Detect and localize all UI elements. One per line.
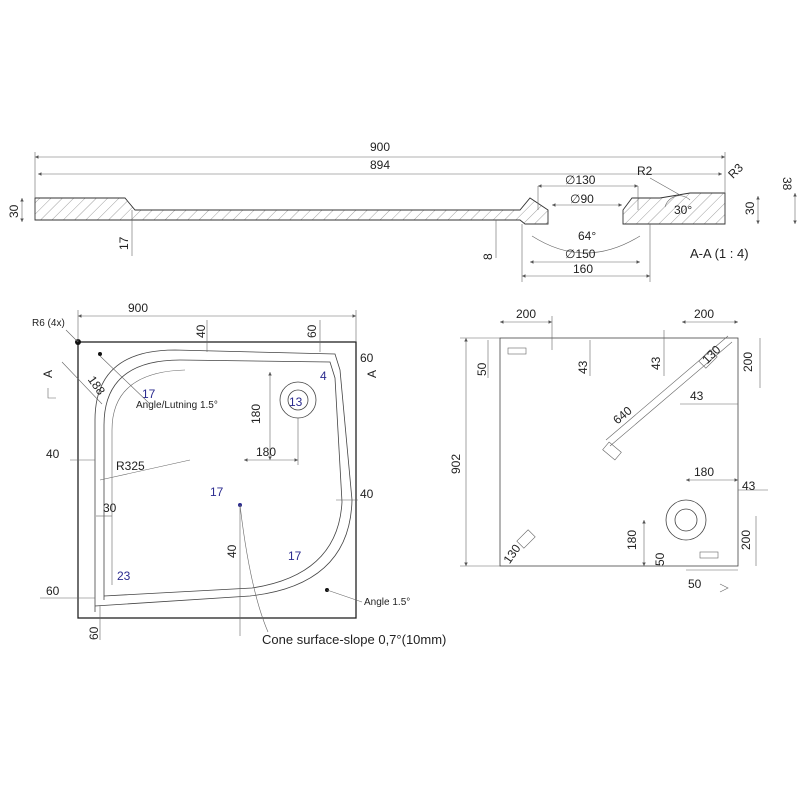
section-dim-17: 17 [117,236,131,250]
section-dim-d130: ∅130 [565,173,596,187]
bottom-dim-43-b: 43 [649,356,663,370]
plan-value-13: 13 [289,395,303,409]
bottom-dim-130-top: 130 [699,342,723,366]
plan-dim-900: 900 [128,301,148,315]
section-dim-d150: ∅150 [565,247,596,261]
plan-basin-inner [103,359,343,600]
plan-dim-60-bottom: 60 [87,626,101,640]
plan-dim-60-left: 60 [46,584,60,598]
plan-section-a-right: A [365,370,379,378]
plan-dim-r325: R325 [116,459,145,473]
bottom-dim-180-vertical: 180 [625,530,639,550]
bottom-dim-200-right-low: 200 [739,530,753,550]
plan-basin-outer [94,349,353,612]
plan-value-23: 23 [117,569,131,583]
plan-view: 900 R6 (4x) 40 60 60 A A 188 17 Angle/Lu… [32,301,446,647]
bottom-drain-inner [674,508,698,532]
bottom-dim-130-low: 130 [501,542,524,567]
bottom-drain-outer [665,499,707,541]
plan-angle-15: Angle 1.5° [364,597,410,608]
section-dim-900: 900 [370,140,390,154]
plan-dim-40-right: 40 [360,487,374,501]
plan-value-4: 4 [320,369,327,383]
section-r2: R2 [637,164,653,178]
section-label: A-A (1 : 4) [690,246,749,261]
section-dim-8: 8 [481,253,495,260]
section-dim-160: 160 [573,262,593,276]
plan-drain-inner [287,389,309,411]
bottom-dim-50-low: 50 [653,552,667,566]
bottom-dim-43-a: 43 [576,360,590,374]
plan-dim-30: 30 [103,501,117,515]
bottom-dim-200-right: 200 [741,352,755,372]
plan-section-a-left: A [41,370,55,378]
plan-value-17-center: 17 [210,485,224,499]
bottom-dim-180-horizontal: 180 [694,465,714,479]
section-profile-right [622,192,726,225]
plan-dim-188: 188 [85,373,108,398]
bottom-dim-43-d: 43 [742,479,756,493]
bottom-dim-50-left: 50 [475,362,489,376]
bottom-dim-50-bottom: 50 [688,577,702,591]
plan-dim-40-center: 40 [225,544,239,558]
bottom-dim-902: 902 [449,454,463,474]
section-angle-64: 64° [578,229,596,243]
plan-dim-180-vertical: 180 [249,404,263,424]
section-r3: R3 [725,160,746,181]
plan-outline [77,341,357,619]
plan-angle-lutning: Angle/Lutning 1.5° [136,400,218,411]
plan-cone-note: Cone surface-slope 0,7°(10mm) [262,632,446,647]
plan-value-17-top: 17 [142,387,156,401]
plan-dim-180-horizontal: 180 [256,445,276,459]
section-view: 900 894 ∅130 ∅90 R2 R3 30° 38 30 30 17 8 [7,140,797,282]
bottom-dim-200-top-left: 200 [516,307,536,321]
bottom-outline [499,337,739,567]
section-dim-894: 894 [370,158,390,172]
plan-dim-60-top: 60 [305,324,319,338]
plan-dim-40-top: 40 [194,324,208,338]
bottom-dim-200-top-right: 200 [694,307,714,321]
section-dim-30-right: 30 [743,201,757,215]
bottom-dim-640: 640 [610,403,635,427]
section-angle-30: 30° [674,203,692,217]
bottom-view: 200 200 50 43 43 130 200 640 43 902 180 … [449,307,768,593]
plan-dim-40-left: 40 [46,447,60,461]
section-dim-d90: ∅90 [570,192,594,206]
bottom-dim-43-c: 43 [690,389,704,403]
plan-r6: R6 (4x) [32,318,65,329]
plan-dim-60-right: 60 [360,351,374,365]
section-dim-38: 38 [780,177,794,191]
plan-value-17-bottom-right: 17 [288,549,302,563]
section-profile [34,197,549,225]
section-dim-30-left: 30 [7,204,21,218]
